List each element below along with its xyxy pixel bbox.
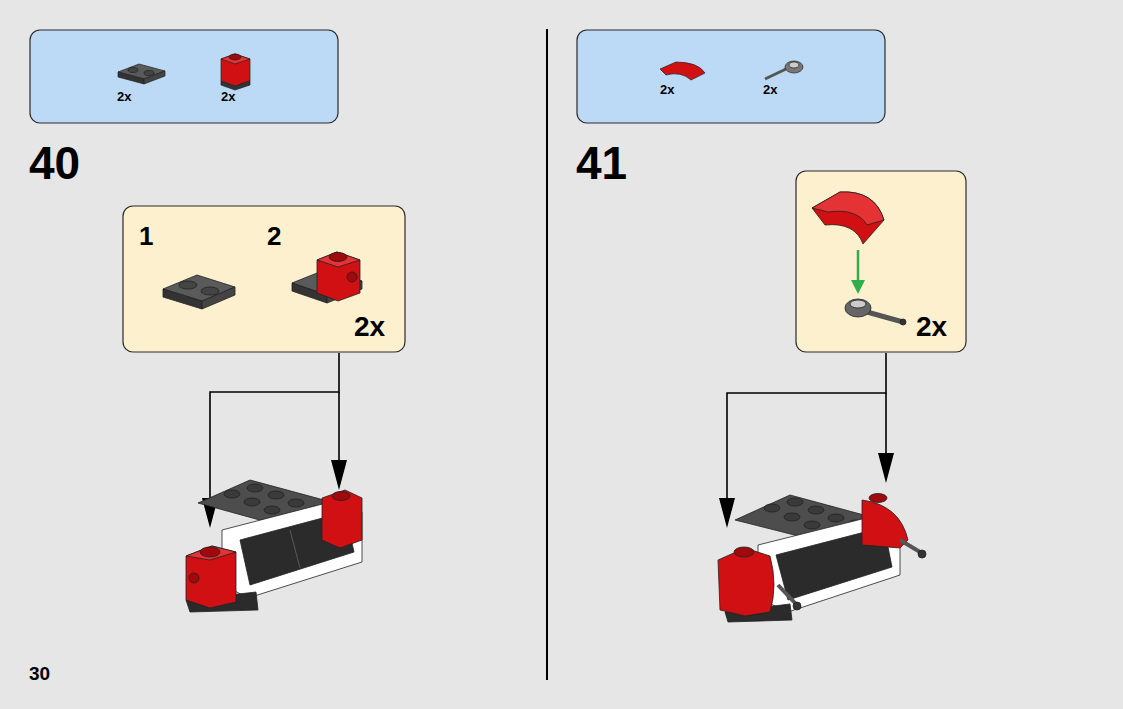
quantity-label: 1 [139,223,153,249]
parts-icons [576,29,886,124]
parts-list: 2x 2x [29,29,339,124]
model-step-40 [186,480,362,612]
box-outline [29,29,339,124]
quantity-label: 2x [916,313,947,341]
parts-list: 2x 2x [576,29,886,124]
part-count: 2x [660,83,674,96]
quantity-label: 2x [354,313,385,341]
subassembly-box: 2x [795,170,967,353]
page-number: 30 [29,664,50,683]
part-count: 2x [221,90,235,103]
part-count: 2x [763,83,777,96]
model-step-41 [718,494,926,623]
part-count: 2x [117,90,131,103]
parts-icons [29,29,339,124]
leader-arrows [210,353,886,500]
box-outline [576,29,886,124]
quantity-label: 2 [267,223,281,249]
step-number: 40 [29,140,80,186]
page-divider [546,29,548,680]
step-number: 41 [576,140,627,186]
subassembly-box: 1 2 2x [122,205,406,353]
